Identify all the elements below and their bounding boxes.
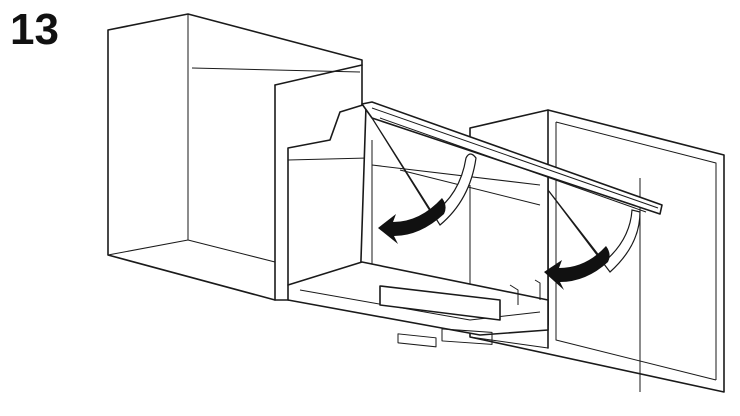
left-rotation-arrow bbox=[371, 117, 477, 244]
right-rotation-arrow bbox=[544, 189, 641, 290]
control-panel bbox=[379, 285, 501, 348]
step-number: 13 bbox=[10, 5, 59, 54]
hinged-door bbox=[361, 101, 663, 215]
